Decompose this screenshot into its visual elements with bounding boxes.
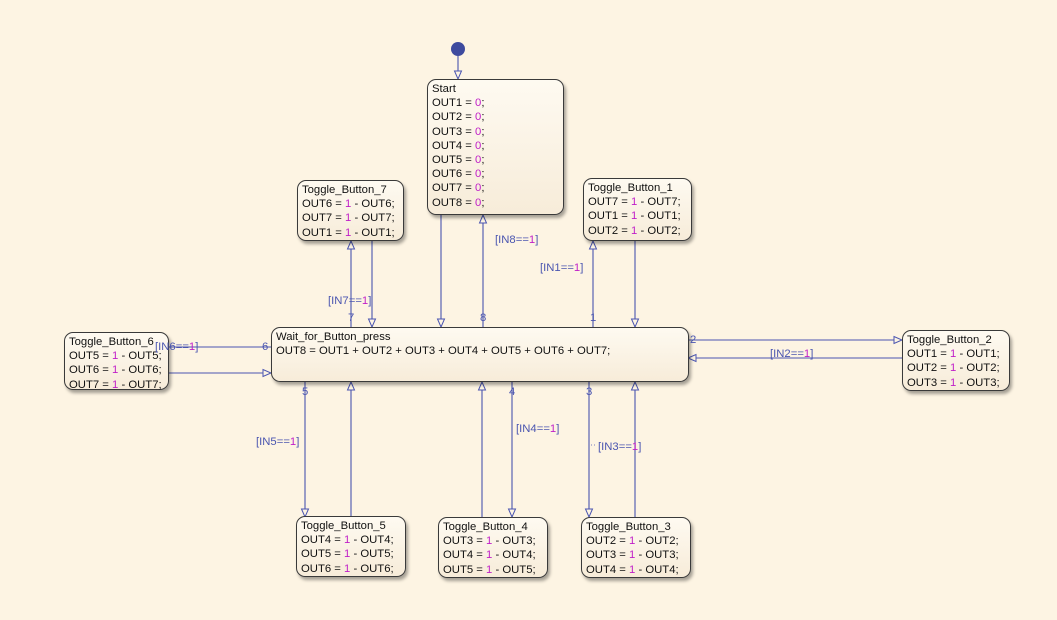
state-action: OUT1 = 1 - OUT1; [907, 348, 1000, 361]
state-name: Toggle_Button_5 [301, 520, 386, 532]
state-action: OUT4 = 1 - OUT4; [301, 534, 394, 547]
arrow-head-icon [686, 353, 697, 363]
arrow-head-icon [893, 335, 904, 345]
state-action: OUT7 = 0; [432, 182, 485, 195]
state-name: Toggle_Button_6 [69, 336, 154, 348]
state-toggle-button-2[interactable]: Toggle_Button_2 OUT1 = 1 - OUT1; OUT2 = … [902, 330, 1010, 391]
order-number-6: 6 [262, 341, 269, 353]
state-toggle-button-7[interactable]: Toggle_Button_7 OUT6 = 1 - OUT6; OUT7 = … [297, 180, 404, 241]
order-number-1: 1 [590, 312, 597, 324]
state-action: OUT6 = 1 - OUT6; [302, 198, 395, 211]
state-action: OUT6 = 1 - OUT6; [301, 562, 394, 575]
state-action: OUT6 = 0; [432, 168, 485, 181]
state-wait-for-button-press[interactable]: Wait_for_Button_press OUT8 = OUT1 + OUT2… [271, 327, 689, 382]
state-toggle-button-3[interactable]: Toggle_Button_3 OUT2 = 1 - OUT2; OUT3 = … [581, 517, 691, 578]
state-name: Toggle_Button_2 [907, 334, 992, 346]
guard-label-3[interactable]: [IN3==1] [598, 441, 642, 453]
arrow-head-icon [346, 380, 356, 391]
state-action: OUT1 = 1 - OUT1; [588, 210, 681, 223]
state-action: OUT3 = 1 - OUT3; [443, 535, 536, 548]
arrow-head-icon [630, 380, 640, 391]
state-action: OUT4 = 1 - OUT4; [586, 563, 679, 576]
state-action: OUT5 = 1 - OUT5; [301, 548, 394, 561]
arrow-head-icon [300, 508, 310, 519]
guard-label-2[interactable]: [IN2==1] [770, 348, 814, 360]
state-toggle-button-4[interactable]: Toggle_Button_4 OUT3 = 1 - OUT3; OUT4 = … [438, 517, 548, 578]
state-action: OUT5 = 1 - OUT5; [443, 563, 536, 576]
state-action: OUT1 = 1 - OUT1; [302, 226, 395, 239]
state-action: OUT7 = 1 - OUT7; [302, 212, 395, 225]
state-action: OUT5 = 1 - OUT5; [69, 350, 162, 363]
order-number-5: 5 [302, 386, 309, 398]
state-name: Toggle_Button_4 [443, 521, 528, 533]
guard-label-8[interactable]: [IN8==1] [495, 234, 539, 246]
state-action: OUT8 = OUT1 + OUT2 + OUT3 + OUT4 + OUT5 … [276, 345, 611, 358]
arrow-head-icon [507, 508, 517, 519]
state-action: OUT3 = 1 - OUT3; [586, 549, 679, 562]
state-action: OUT1 = 0; [432, 97, 485, 110]
arrow-head-icon [436, 318, 446, 329]
arrow-head-icon [478, 213, 488, 224]
initial-state-dot[interactable] [451, 42, 465, 56]
order-number-7: 7 [348, 312, 355, 324]
state-action: OUT4 = 0; [432, 139, 485, 152]
arrow-head-icon [588, 239, 598, 250]
state-name: Toggle_Button_7 [302, 184, 387, 196]
arrow-head-icon [262, 368, 273, 378]
guard-label-5[interactable]: [IN5==1] [256, 436, 300, 448]
order-number-3: 3 [586, 386, 593, 398]
state-action: OUT3 = 0; [432, 125, 485, 138]
state-action: OUT7 = 1 - OUT7; [588, 196, 681, 209]
order-number-4: 4 [509, 386, 516, 398]
arrow-head-icon [367, 318, 377, 329]
state-action: OUT7 = 1 - OUT7; [69, 378, 162, 391]
guard-label-7[interactable]: [IN7==1] [328, 295, 372, 307]
state-action: OUT2 = 1 - OUT2; [586, 535, 679, 548]
state-toggle-button-5[interactable]: Toggle_Button_5 OUT4 = 1 - OUT4; OUT5 = … [296, 516, 406, 577]
state-action: OUT6 = 1 - OUT6; [69, 364, 162, 377]
state-toggle-button-1[interactable]: Toggle_Button_1 OUT7 = 1 - OUT7; OUT1 = … [583, 178, 692, 241]
arrow-head-icon [630, 318, 640, 329]
guard-label-4[interactable]: [IN4==1] [516, 423, 560, 435]
state-name: Toggle_Button_3 [586, 521, 671, 533]
state-action: OUT8 = 0; [432, 196, 485, 209]
arrow-head-icon [453, 70, 463, 81]
state-action: OUT2 = 1 - OUT2; [907, 362, 1000, 375]
state-action: OUT4 = 1 - OUT4; [443, 549, 536, 562]
order-number-8: 8 [480, 312, 487, 324]
state-start[interactable]: Start OUT1 = 0; OUT2 = 0; OUT3 = 0; OUT4… [427, 79, 564, 215]
state-action: OUT2 = 1 - OUT2; [588, 224, 681, 237]
guard-label-6[interactable]: [IN6==1] [155, 341, 199, 353]
state-name: Toggle_Button_1 [588, 182, 673, 194]
order-number-2: 2 [690, 334, 697, 346]
state-name: Start [432, 83, 456, 95]
state-action: OUT5 = 0; [432, 154, 485, 167]
state-action: OUT3 = 1 - OUT3; [907, 376, 1000, 389]
guard-label-1[interactable]: [IN1==1] [540, 262, 584, 274]
state-name: Wait_for_Button_press [276, 331, 391, 343]
arrow-head-icon [477, 380, 487, 391]
arrow-head-icon [346, 239, 356, 250]
state-action: OUT2 = 0; [432, 111, 485, 124]
state-toggle-button-6[interactable]: Toggle_Button_6 OUT5 = 1 - OUT5; OUT6 = … [64, 332, 169, 391]
arrow-head-icon [584, 508, 594, 519]
